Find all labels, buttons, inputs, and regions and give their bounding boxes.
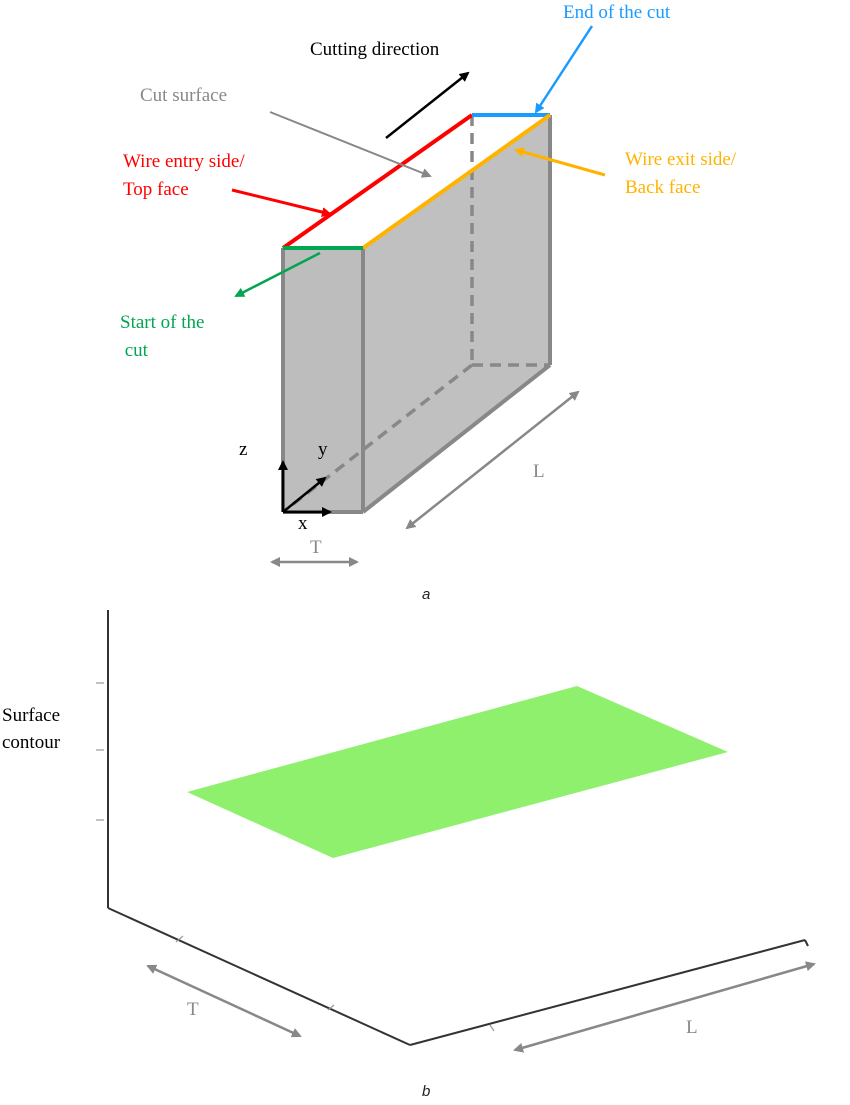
cutting-direction-label: Cutting direction — [310, 39, 440, 60]
coordinate-axes — [278, 460, 332, 517]
axis-y-label: y — [318, 439, 328, 460]
cutting-direction-arrow — [385, 71, 470, 139]
panel-b-label: b — [422, 1083, 431, 1100]
dim-T-label-b: T — [187, 999, 199, 1020]
end-of-cut-arrow — [534, 25, 594, 114]
dim-T-label: T — [310, 537, 322, 558]
wire-entry-label-line1: Wire entry side/ — [123, 151, 245, 172]
start-of-cut-arrow — [234, 251, 321, 298]
l-axis-line — [409, 939, 806, 1046]
wire-exit-label-line2: Back face — [625, 177, 701, 198]
axis-y-arrow — [282, 476, 327, 513]
surface-contour-label-line2: contour — [2, 732, 61, 753]
dim-L-label-b: L — [686, 1017, 698, 1038]
surface-contour-plane — [187, 686, 728, 858]
dim-L-arrow-b — [513, 961, 816, 1053]
wire-exit-edge — [361, 113, 552, 250]
wire-exit-label-line1: Wire exit side/ — [625, 149, 737, 170]
wire-exit-arrow — [514, 147, 606, 177]
wire-entry-label-line2: Top face — [123, 179, 189, 200]
plot-ticks — [96, 682, 495, 1032]
end-of-cut-label: End of the cut — [563, 2, 671, 23]
cut-surface-face — [363, 115, 550, 512]
cut-surface-label: Cut surface — [140, 85, 228, 106]
wire-entry-arrow — [231, 188, 332, 217]
front-face — [283, 248, 363, 512]
axis-z-label: z — [239, 439, 248, 460]
surface-contour-label-line1: Surface — [2, 705, 61, 726]
panel-a-label: a — [422, 586, 431, 603]
start-of-cut-label-line2: cut — [120, 340, 148, 361]
start-of-cut-label-line1: Start of the — [120, 312, 205, 333]
dim-L-label: L — [533, 461, 545, 482]
plot-axes-3d — [107, 610, 809, 1046]
dim-L-arrow — [405, 390, 580, 530]
t-axis-line — [107, 907, 411, 1046]
axis-x-label: x — [298, 513, 308, 534]
wire-entry-edge — [281, 113, 474, 250]
dim-T-arrow-b — [146, 964, 302, 1038]
cut-surface-arrow — [269, 111, 432, 178]
